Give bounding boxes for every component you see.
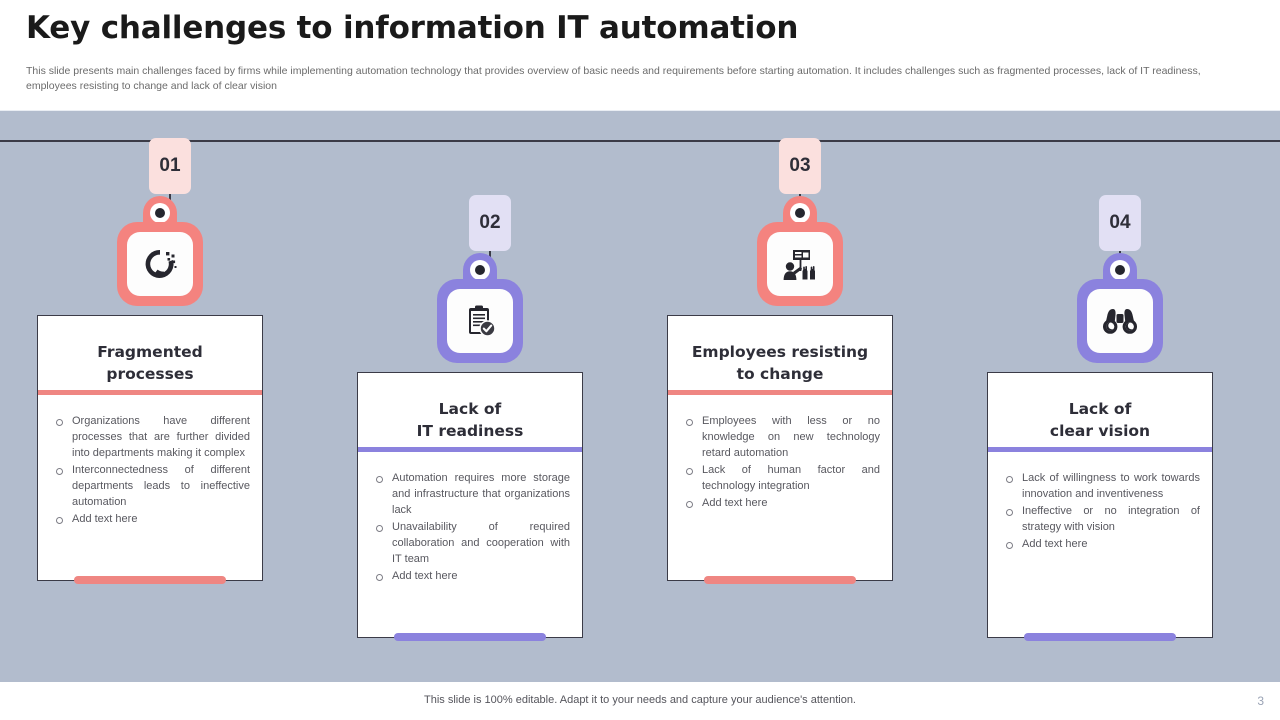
challenge-card-04[interactable]: Lack of clear vision Lack of willingness… [987, 372, 1213, 641]
list-item: Ineffective or no integration of strateg… [1000, 503, 1200, 535]
card-header: Lack of IT readiness [358, 373, 582, 447]
card-title-line: Fragmented [97, 343, 203, 361]
card-header: Employees resisting to change [668, 316, 892, 390]
list-item: Lack of human factor and technology inte… [680, 462, 880, 494]
list-item: Add text here [680, 495, 880, 511]
card-title-line: Lack of [438, 400, 502, 418]
number-badge-01[interactable]: 01 [149, 138, 191, 194]
number-badge-04[interactable]: 04 [1099, 195, 1141, 251]
card-footer-bar [1024, 633, 1176, 641]
challenge-card-02[interactable]: Lack of IT readiness Automation requires… [357, 372, 583, 641]
tag-hole [1110, 260, 1130, 280]
horizontal-rail [0, 140, 1280, 142]
canvas-top-hairline [0, 110, 1280, 111]
icon-tag-02[interactable] [437, 253, 523, 363]
card-accent-rule [358, 447, 582, 452]
card-footer-bar [394, 633, 546, 641]
list-item: Unavailability of required collaboration… [370, 519, 570, 567]
number-badge-03[interactable]: 03 [779, 138, 821, 194]
icon-tag-03[interactable] [757, 196, 843, 306]
card-accent-rule [668, 390, 892, 395]
list-item: Organizations have different processes t… [50, 413, 250, 461]
slide-canvas: 01 [0, 110, 1280, 682]
card-footer-bar [74, 576, 226, 584]
footer-note: This slide is 100% editable. Adapt it to… [424, 694, 856, 706]
list-item: Interconnectedness of different departme… [50, 462, 250, 510]
list-item: Lack of willingness to work towards inno… [1000, 470, 1200, 502]
card-title-line: IT readiness [416, 422, 524, 440]
card-accent-rule [38, 390, 262, 395]
protest-resistance-icon [780, 245, 820, 283]
icon-slot [127, 232, 193, 296]
icon-tag-04[interactable] [1077, 253, 1163, 363]
icon-slot [447, 289, 513, 353]
number-badge-02[interactable]: 02 [469, 195, 511, 251]
card-title-line: Lack of [1068, 400, 1132, 418]
card-body: Lack of willingness to work towards inno… [988, 452, 1212, 563]
tag-body [1077, 279, 1163, 363]
tag-body [437, 279, 523, 363]
bullet-list: Employees with less or no knowledge on n… [680, 413, 880, 511]
card-title-line: Employees resisting [691, 343, 869, 361]
card-footer-bar [704, 576, 856, 584]
icon-slot [1087, 289, 1153, 353]
page-subtitle: This slide presents main challenges face… [26, 65, 1201, 92]
card-title: Lack of clear vision [1050, 398, 1150, 442]
tag-hole [470, 260, 490, 280]
card-accent-rule [988, 447, 1212, 452]
bullet-list: Automation requires more storage and inf… [370, 470, 570, 584]
tag-hole [150, 203, 170, 223]
card-body: Organizations have different processes t… [38, 395, 262, 538]
list-item: Add text here [50, 511, 250, 527]
tag-hole [790, 203, 810, 223]
list-item: Automation requires more storage and inf… [370, 470, 570, 518]
bullet-list: Lack of willingness to work towards inno… [1000, 470, 1200, 552]
card-title: Lack of IT readiness [417, 398, 524, 442]
page-number: 3 [1257, 694, 1264, 708]
card-title-line: clear vision [1049, 422, 1151, 440]
list-item: Employees with less or no knowledge on n… [680, 413, 880, 461]
card-body: Employees with less or no knowledge on n… [668, 395, 892, 522]
card-title: Employees resisting to change [692, 341, 868, 385]
tag-body [117, 222, 203, 306]
card-header: Fragmented processes [38, 316, 262, 390]
card-body: Automation requires more storage and inf… [358, 452, 582, 595]
slide-header: Key challenges to information IT automat… [0, 0, 1280, 110]
challenge-card-03[interactable]: Employees resisting to change Employees … [667, 315, 893, 584]
icon-tag-01[interactable] [117, 196, 203, 306]
card-title-line: to change [736, 365, 824, 383]
challenge-card-01[interactable]: Fragmented processes Organizations have … [37, 315, 263, 584]
fragmented-process-icon [140, 244, 180, 284]
icon-slot [767, 232, 833, 296]
tag-body [757, 222, 843, 306]
card-title-line: processes [106, 365, 194, 383]
page-title: Key challenges to information IT automat… [26, 10, 799, 46]
binoculars-icon [1100, 305, 1140, 337]
clipboard-check-icon [461, 302, 499, 340]
list-item: Add text here [370, 568, 570, 584]
card-header: Lack of clear vision [988, 373, 1212, 447]
slide-footer: This slide is 100% editable. Adapt it to… [0, 682, 1280, 720]
card-title: Fragmented processes [97, 341, 203, 385]
list-item: Add text here [1000, 536, 1200, 552]
bullet-list: Organizations have different processes t… [50, 413, 250, 527]
